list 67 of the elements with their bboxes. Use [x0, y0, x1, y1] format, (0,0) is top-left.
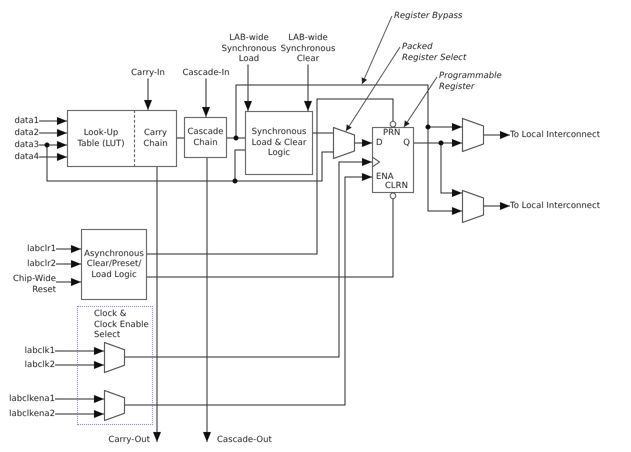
multiplexer: [333, 127, 355, 159]
multiplexer: [104, 390, 125, 421]
signal-label: labclr2: [27, 259, 56, 270]
signal-arrow: [144, 78, 152, 110]
signal-arrow: [38, 129, 68, 137]
signal-arrow: [202, 78, 210, 118]
signal-label: Cascade-Out: [217, 435, 272, 446]
signal-arrow: [203, 158, 211, 442]
group-frame: [77, 306, 153, 425]
leader-line: [404, 76, 438, 128]
logic-block: Asynchronous Clear/Preset/ Load Logic: [81, 229, 147, 300]
pin-label: Q: [403, 138, 410, 148]
signal-arrow: [124, 173, 372, 406]
signal-line: [312, 132, 334, 134]
pin-label: PRN: [383, 128, 400, 138]
multiplexer: [462, 118, 484, 152]
signal-arrow: [354, 139, 372, 147]
signal-label: LAB-wide Synchronous Clear: [280, 33, 336, 64]
signal-arrow: [304, 64, 312, 112]
signal-arrow: [54, 395, 104, 403]
signal-arrow: [226, 84, 462, 215]
signal-line: [146, 192, 396, 278]
signal-arrow: [56, 278, 82, 286]
signal-arrow: [38, 153, 68, 161]
signal-arrow: [54, 361, 104, 369]
destination-label: To Local Interconnect: [510, 130, 600, 140]
signal-arrow: [54, 410, 104, 418]
signal-label: data2: [14, 128, 39, 138]
destination-label: To Local Interconnect: [510, 201, 600, 212]
signal-label: data4: [14, 152, 39, 162]
signal-label: labclkena2: [9, 409, 55, 420]
leader-line: [346, 46, 400, 132]
signal-arrow: [56, 260, 82, 268]
signal-label: labclk1: [24, 346, 55, 356]
signal-arrow: [54, 347, 104, 355]
annotation-label: Packed Register Select: [402, 42, 468, 63]
multiplexer: [104, 342, 125, 373]
leader-line: [362, 16, 392, 84]
logic-block: Cascade Chain: [184, 117, 227, 158]
signal-label: LAB-wide Synchronous Load: [222, 33, 276, 64]
logic-block: Look-Up Table (LUT): [67, 110, 134, 167]
signal-label: Carry-Out: [108, 435, 150, 446]
signal-label: labclkena1: [9, 394, 55, 404]
signal-label: labclr1: [27, 244, 56, 254]
signal-arrow: [484, 202, 510, 210]
signal-label: labclk2: [24, 360, 55, 370]
signal-label: data3: [14, 140, 39, 150]
annotation-label: Register Bypass: [394, 11, 462, 22]
logic-block: Synchronous Load & Clear Logic: [245, 111, 313, 175]
pin-label: CLRN: [385, 181, 408, 192]
signal-arrow: [484, 131, 510, 139]
pin-label: D: [376, 138, 383, 148]
signal-arrow: [153, 166, 161, 442]
signal-label: Chip-Wide Reset: [10, 274, 56, 295]
signal-line: [146, 98, 396, 254]
signal-label: Cascade-In: [182, 68, 230, 78]
pin-label: ENA: [376, 172, 394, 182]
annotation-label: Programmable Register: [439, 71, 502, 92]
logic-block: Carry Chain: [134, 110, 177, 167]
group-heading: Clock & Clock Enable Select: [94, 309, 150, 340]
signal-arrow: [56, 245, 82, 253]
signal-arrow: [244, 64, 252, 112]
signal-label: data1: [14, 116, 39, 126]
signal-label: Carry-In: [131, 68, 165, 78]
signal-arrow: [38, 117, 68, 125]
multiplexer: [462, 190, 484, 223]
signal-arrow: [124, 158, 372, 358]
